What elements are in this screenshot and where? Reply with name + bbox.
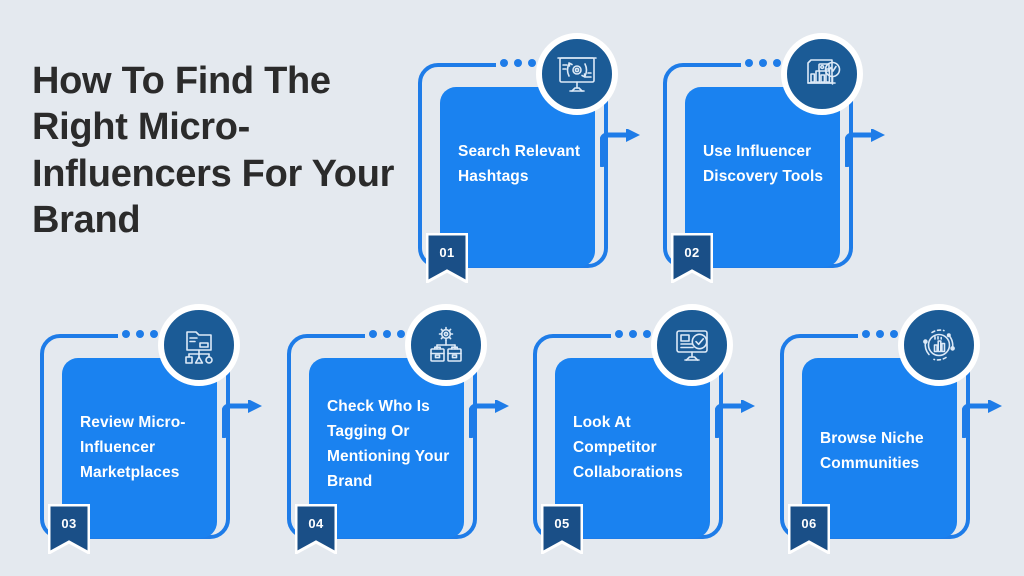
- folder-org-chart-icon: [158, 304, 240, 386]
- next-arrow-icon: [469, 400, 509, 438]
- step-number-ribbon: 06: [788, 504, 830, 554]
- step-number-ribbon: 03: [48, 504, 90, 554]
- three-dots-icon: [369, 330, 405, 338]
- step-number: 04: [308, 516, 324, 531]
- outline-gap: [365, 330, 425, 339]
- step-label: Search Relevant Hashtags: [458, 143, 581, 186]
- outline-gap: [858, 330, 918, 339]
- step-label: Check Who Is Tagging Or Mentioning Your …: [327, 398, 450, 491]
- step-card-01[interactable]: Search Relevant Hashtags: [418, 33, 640, 283]
- step-card-02[interactable]: Use Influencer Discovery Tools 02: [663, 33, 885, 283]
- outline-gap: [496, 59, 556, 68]
- card-panel: Look At Competitor Collaborations: [555, 358, 710, 538]
- three-dots-icon: [122, 330, 158, 338]
- next-arrow-icon: [715, 400, 755, 438]
- bar-chart-orbit-icon: [898, 304, 980, 386]
- outline-gap: [611, 330, 671, 339]
- step-number: 03: [61, 516, 77, 531]
- chart-document-magnifier-icon: [781, 33, 863, 115]
- step-label: Review Micro-Influencer Marketplaces: [80, 414, 186, 482]
- step-number-ribbon: 04: [295, 504, 337, 554]
- next-arrow-icon: [845, 129, 885, 167]
- presentation-screen-gear-icon: [536, 33, 618, 115]
- card-panel: Browse Niche Communities: [802, 358, 957, 538]
- next-arrow-icon: [600, 129, 640, 167]
- step-label: Browse Niche Communities: [820, 430, 924, 473]
- monitor-checkmark-icon: [651, 304, 733, 386]
- step-number: 02: [684, 245, 700, 260]
- three-dots-icon: [615, 330, 651, 338]
- page-title: How To Find The Right Micro-Influencers …: [32, 60, 395, 242]
- outline-gap: [741, 59, 801, 68]
- three-dots-icon: [862, 330, 898, 338]
- step-card-03[interactable]: Review Micro-Influencer Marketplaces: [40, 304, 262, 554]
- step-number-ribbon: 02: [671, 233, 713, 283]
- next-arrow-icon: [962, 400, 1002, 438]
- three-dots-icon: [745, 59, 781, 67]
- step-number: 05: [554, 516, 570, 531]
- step-number: 01: [439, 245, 455, 260]
- step-number: 06: [801, 516, 817, 531]
- three-dots-icon: [500, 59, 536, 67]
- step-number-ribbon: 05: [541, 504, 583, 554]
- step-card-04[interactable]: Check Who Is Tagging Or Mentioning Your …: [287, 304, 509, 554]
- next-arrow-icon: [222, 400, 262, 438]
- step-number-ribbon: 01: [426, 233, 468, 283]
- step-label: Look At Competitor Collaborations: [573, 414, 683, 482]
- gear-briefcases-icon: [405, 304, 487, 386]
- step-label: Use Influencer Discovery Tools: [703, 143, 824, 186]
- outline-gap: [118, 330, 178, 339]
- step-card-06[interactable]: Browse Niche Communities 06: [780, 304, 1002, 554]
- step-card-05[interactable]: Look At Competitor Collaborations 05: [533, 304, 755, 554]
